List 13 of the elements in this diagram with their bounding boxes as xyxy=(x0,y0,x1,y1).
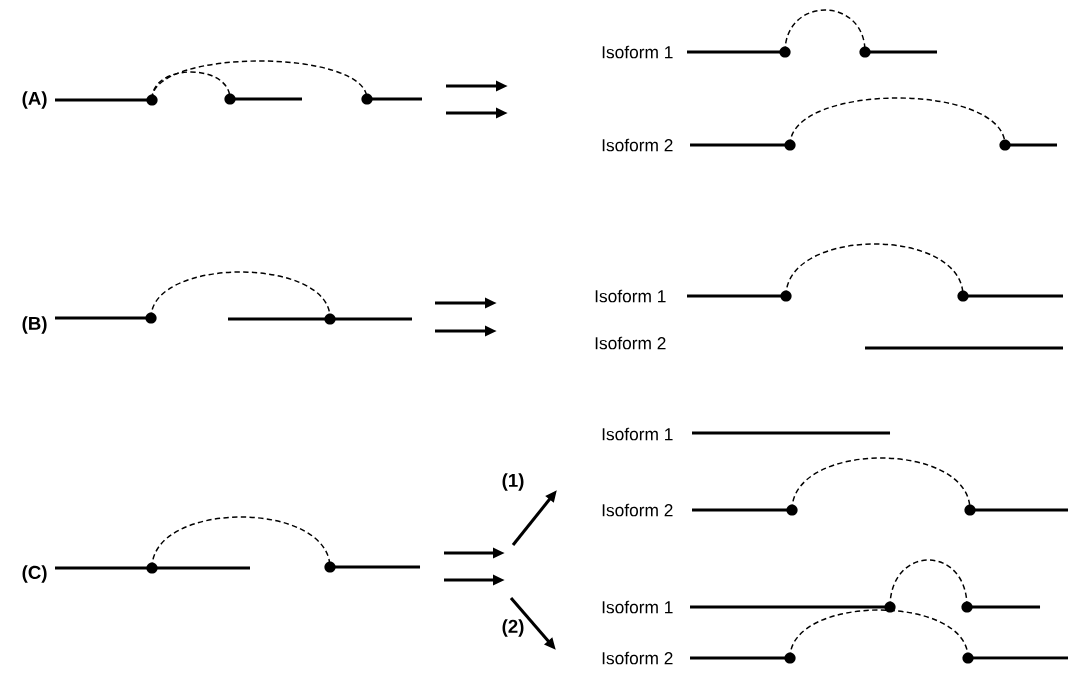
isoform-label: Isoform 1 xyxy=(602,427,673,441)
pathway-label: (1) xyxy=(502,473,524,491)
isoform-label: Isoform 1 xyxy=(602,45,673,59)
isoform-label: Isoform 2 xyxy=(602,503,673,517)
isoform-label: Isoform 2 xyxy=(595,336,666,350)
isoform-label: Isoform 2 xyxy=(602,138,673,152)
panel-label: (B) xyxy=(22,316,47,334)
isoform-label: Isoform 1 xyxy=(595,289,666,303)
panel-label: (C) xyxy=(22,565,47,583)
isoform-label: Isoform 1 xyxy=(602,600,673,614)
pathway-label: (2) xyxy=(502,619,524,637)
panel-label: (A) xyxy=(22,91,47,109)
isoform-label: Isoform 2 xyxy=(602,651,673,665)
